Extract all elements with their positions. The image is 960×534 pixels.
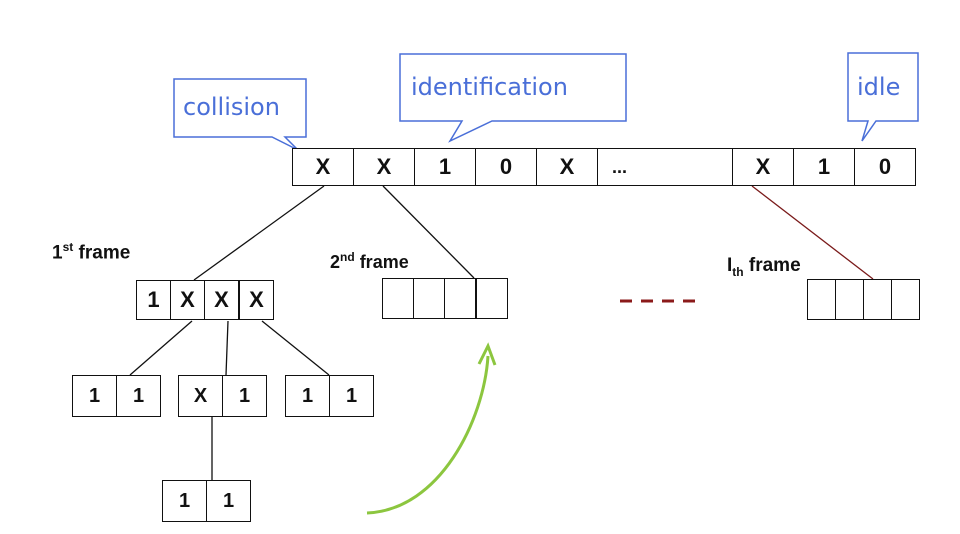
sub-frame-cell: 1	[206, 480, 251, 522]
sub-frame-cell: X	[178, 375, 223, 417]
first-frame-cell: X	[204, 280, 239, 320]
link-top-to-second-frame	[382, 185, 475, 279]
green-arrow-head	[477, 342, 497, 366]
ith-frame-cell	[891, 279, 920, 320]
slot-ellipsis-cell: ...	[597, 148, 733, 186]
idle-label: idle	[857, 73, 901, 101]
second-frame-cell	[476, 278, 508, 319]
slot-cell: 1	[793, 148, 855, 186]
slot-cell: X	[536, 148, 598, 186]
second-frame-label: 2nd frame	[330, 250, 409, 272]
first-frame-cell: X	[239, 280, 274, 320]
slot-cell: 0	[854, 148, 916, 186]
ith-frame-cell	[835, 279, 865, 320]
sub-frame-cell: 1	[162, 480, 207, 522]
green-curved-arrow	[366, 355, 490, 515]
slot-cell: 1	[414, 148, 476, 186]
ith-frame-label: Ith frame	[727, 255, 801, 279]
first-frame-label: 1st frame	[52, 240, 131, 264]
sub-frame-cell: 1	[116, 375, 161, 417]
slot-cell: X	[732, 148, 794, 186]
identification-callout-box	[399, 53, 627, 143]
slot-cell: X	[292, 148, 354, 186]
slot-cell: 0	[475, 148, 537, 186]
sub-frame-cell: 1	[329, 375, 374, 417]
ith-frame-cell	[807, 279, 837, 320]
sub-frame-cell: 1	[285, 375, 330, 417]
second-frame-cell	[382, 278, 414, 319]
second-frame-cell	[413, 278, 445, 319]
link-first-frame-to-middle	[225, 320, 229, 376]
slot-cell: X	[353, 148, 415, 186]
sub-frame-cell: 1	[72, 375, 117, 417]
link-top-to-ith-frame	[751, 185, 874, 280]
first-frame-cell: 1	[136, 280, 171, 320]
link-first-frame-to-left	[129, 320, 193, 376]
collision-label: collision	[183, 93, 280, 121]
sub-frame-cell: 1	[222, 375, 267, 417]
ith-frame-cell	[863, 279, 893, 320]
link-top-to-first-frame	[193, 185, 325, 281]
idle-callout-box	[847, 52, 919, 142]
link-first-frame-to-right	[261, 320, 330, 376]
identification-label: identification	[411, 73, 568, 101]
collision-callout-box	[173, 78, 307, 151]
first-frame-cell: X	[170, 280, 205, 320]
second-frame-cell	[444, 278, 476, 319]
